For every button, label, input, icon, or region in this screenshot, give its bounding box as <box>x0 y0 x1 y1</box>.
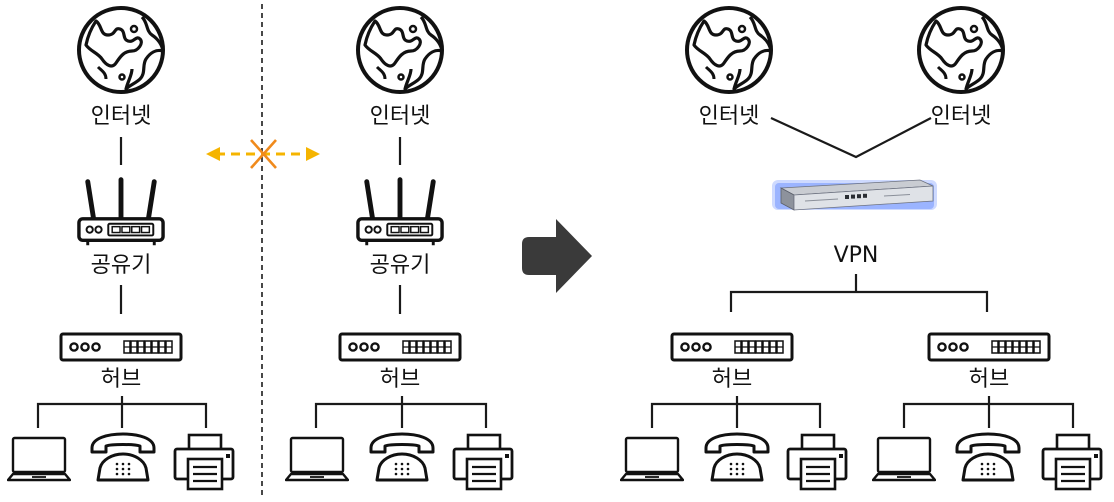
left-network: 인터넷 공유기 허브 <box>7 6 235 491</box>
device-branch-lines <box>902 396 1075 428</box>
hub-label: 허브 <box>969 367 1009 392</box>
laptop-icon <box>7 436 71 482</box>
vpn-downlink-lines <box>729 274 989 312</box>
vpn-network: 인터넷 인터넷 VPN 허브 허브 <box>620 6 1103 491</box>
laptop-icon <box>620 436 684 482</box>
telephone-icon <box>90 432 156 482</box>
wifi-router-icon <box>79 180 163 246</box>
internet-label: 인터넷 <box>91 104 152 129</box>
internet-label: 인터넷 <box>370 104 431 129</box>
device-branch-lines <box>314 396 488 428</box>
device-branch-lines <box>650 396 822 428</box>
device-branch-lines <box>36 396 208 428</box>
middle-network: 인터넷 공유기 허브 <box>285 6 514 491</box>
vpn-label: VPN <box>834 243 879 268</box>
internet-label: 인터넷 <box>699 104 760 129</box>
fax-printer-icon <box>452 433 514 491</box>
network-hub-icon <box>338 332 462 362</box>
network-hub-icon <box>59 332 183 362</box>
network-hub-icon <box>927 332 1051 362</box>
laptop-icon <box>285 436 349 482</box>
internet-label: 인터넷 <box>931 104 992 129</box>
hub-label: 허브 <box>101 367 141 392</box>
right-arrow-icon <box>522 219 592 293</box>
vpn-uplink-lines <box>770 117 932 159</box>
globe-icon <box>77 6 165 94</box>
telephone-icon <box>704 432 770 482</box>
fax-printer-icon <box>1041 433 1103 491</box>
blocked-connection-icon <box>206 139 320 169</box>
laptop-icon <box>872 436 936 482</box>
wifi-router-icon <box>358 180 442 246</box>
hub-label: 허브 <box>712 367 752 392</box>
fax-printer-icon <box>786 433 848 491</box>
rack-server-icon <box>772 179 937 211</box>
router-label: 공유기 <box>370 253 431 278</box>
router-label: 공유기 <box>91 253 152 278</box>
globe-icon <box>685 6 773 94</box>
globe-icon <box>917 6 1005 94</box>
telephone-icon <box>369 432 435 482</box>
network-hub-icon <box>670 332 794 362</box>
globe-icon <box>356 6 444 94</box>
telephone-icon <box>955 432 1021 482</box>
hub-label: 허브 <box>380 367 420 392</box>
fax-printer-icon <box>173 433 235 491</box>
